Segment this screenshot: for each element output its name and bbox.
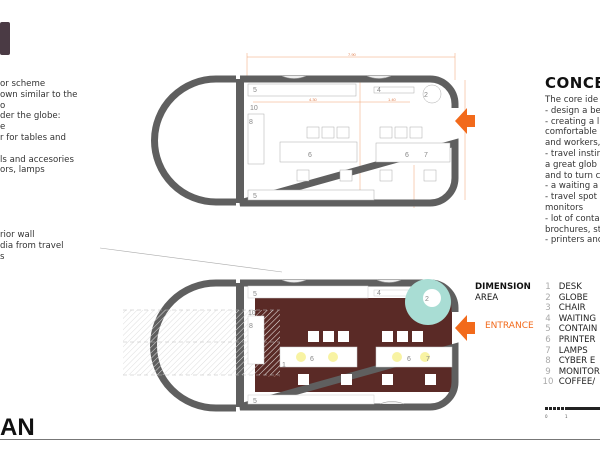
dim-a: 4.30	[309, 97, 318, 102]
concept-line: comfortable	[545, 127, 597, 138]
concept-line: - a waiting a	[545, 181, 599, 192]
window-icon	[281, 279, 405, 405]
printer-table	[279, 141, 358, 163]
concept-line: and to turn c	[545, 170, 600, 181]
tag-desk: 1	[282, 362, 286, 369]
concept-line: - lot of conta	[545, 213, 600, 224]
note-line: or scheme	[0, 79, 46, 89]
tag-container: 5	[253, 87, 257, 94]
note-line: r for tables and	[0, 132, 66, 143]
tag-waiting: 4	[377, 87, 381, 94]
concept-line: monitors	[545, 202, 584, 213]
concept-line: - creating a l	[545, 116, 600, 127]
left-notes-top: or scheme own similar to the o der the g…	[0, 79, 77, 176]
legend-item: 2 GLOBE	[545, 292, 588, 303]
note-line: der the globe:	[0, 111, 61, 122]
corner-swatch	[0, 22, 10, 55]
printer-table	[375, 142, 451, 163]
legend-item: 7 LAMPS	[545, 345, 588, 356]
concept-title: CONCE	[545, 74, 600, 92]
tag-globe: 2	[424, 92, 428, 99]
legend-item: 8 CYBER E	[545, 356, 596, 367]
area-label: AREA	[475, 292, 499, 303]
plan-title: AN	[0, 414, 35, 441]
tag-lamps: 7	[424, 152, 428, 159]
tag-printer: 6	[407, 356, 411, 363]
legend: 1 DESK 2 GLOBE 3 CHAIR 4 WAITING 5 CONTA…	[540, 282, 600, 388]
dim-overall: 7.90	[348, 52, 357, 57]
tag-waiting: 4	[377, 290, 381, 297]
concept-line: - travel spot	[545, 192, 598, 203]
legend-item: 5 CONTAIN	[545, 324, 598, 335]
legend-item: 9 MONITOR	[545, 366, 600, 377]
legend-item: 3 CHAIR	[545, 303, 586, 314]
legend-item: 1 DESK	[545, 282, 582, 292]
note-line: e	[0, 122, 6, 133]
outer-wall	[239, 75, 459, 207]
note-line: ors, lamps	[0, 165, 45, 176]
left-lobe-wall	[151, 75, 236, 206]
concept-line: - design a be	[545, 105, 600, 116]
containers	[247, 83, 451, 201]
concept-line: brochures, st	[545, 224, 600, 235]
concept-text: The core ide - design a be - creating a …	[545, 95, 600, 246]
tag-cyber: 8	[249, 323, 253, 330]
note-line: rior wall	[0, 230, 35, 240]
concept-line: and workers,	[545, 138, 600, 149]
tag-container: 5	[253, 398, 257, 405]
tag-printer: 6	[310, 356, 314, 363]
legend-item: 6 PRINTER	[545, 334, 596, 345]
bottom-plan: 5 4 2 10 8 6 6 7 1 5	[99, 247, 475, 412]
entrance-arrow-icon	[455, 315, 475, 341]
cyber-unit	[247, 113, 265, 165]
entrance-label: ENTRANCE	[485, 321, 534, 331]
note-line: own similar to the	[0, 89, 78, 100]
leader-line	[99, 247, 283, 273]
tag-cyber: 8	[249, 119, 253, 126]
note-line: dia from travel	[0, 240, 64, 251]
legend-item: 10 COFFEE/	[542, 377, 596, 388]
concept-line: a great glob	[545, 159, 598, 170]
tag-container: 5	[253, 291, 257, 298]
tag-container: 5	[253, 193, 257, 200]
scale-mark: 1	[565, 414, 568, 419]
concept-line: The core ide	[545, 95, 599, 105]
title-rule	[0, 439, 600, 440]
note-line: s	[0, 251, 5, 262]
entrance-arrow-icon	[455, 108, 475, 134]
tag-printer: 6	[308, 152, 312, 159]
tag-coffee: 10	[250, 105, 258, 112]
note-line: ls and accesories	[0, 154, 74, 165]
dimension-block: DIMENSION AREA	[475, 282, 531, 303]
concept-line: - printers anc	[545, 235, 600, 246]
tag-coffee: 10	[248, 310, 256, 317]
concept-line: - travel instin	[545, 148, 600, 159]
globe	[423, 289, 441, 307]
dimension-title: DIMENSION	[475, 282, 531, 292]
tag-lamps: 7	[426, 356, 430, 363]
waiting-bench	[373, 86, 415, 94]
legend-item: 4 WAITING	[545, 313, 597, 324]
tag-printer: 6	[405, 152, 409, 159]
tag-globe: 2	[425, 296, 429, 303]
globe	[422, 84, 442, 104]
top-plan: 7.90 4.30 1.40 5 4 2 10 8 6 6 7 5	[151, 52, 475, 208]
note-line: o	[0, 100, 6, 111]
dim-b: 1.40	[388, 97, 397, 102]
scale-start: 0	[545, 414, 548, 419]
left-notes-bottom: rior wall dia from travel s	[0, 230, 64, 262]
window-icon	[281, 75, 392, 79]
